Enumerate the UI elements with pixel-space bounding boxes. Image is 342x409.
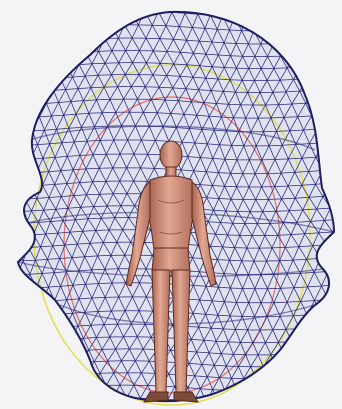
figure-head [160,141,182,169]
figure-torso [148,176,194,250]
figure-hips [152,248,190,272]
